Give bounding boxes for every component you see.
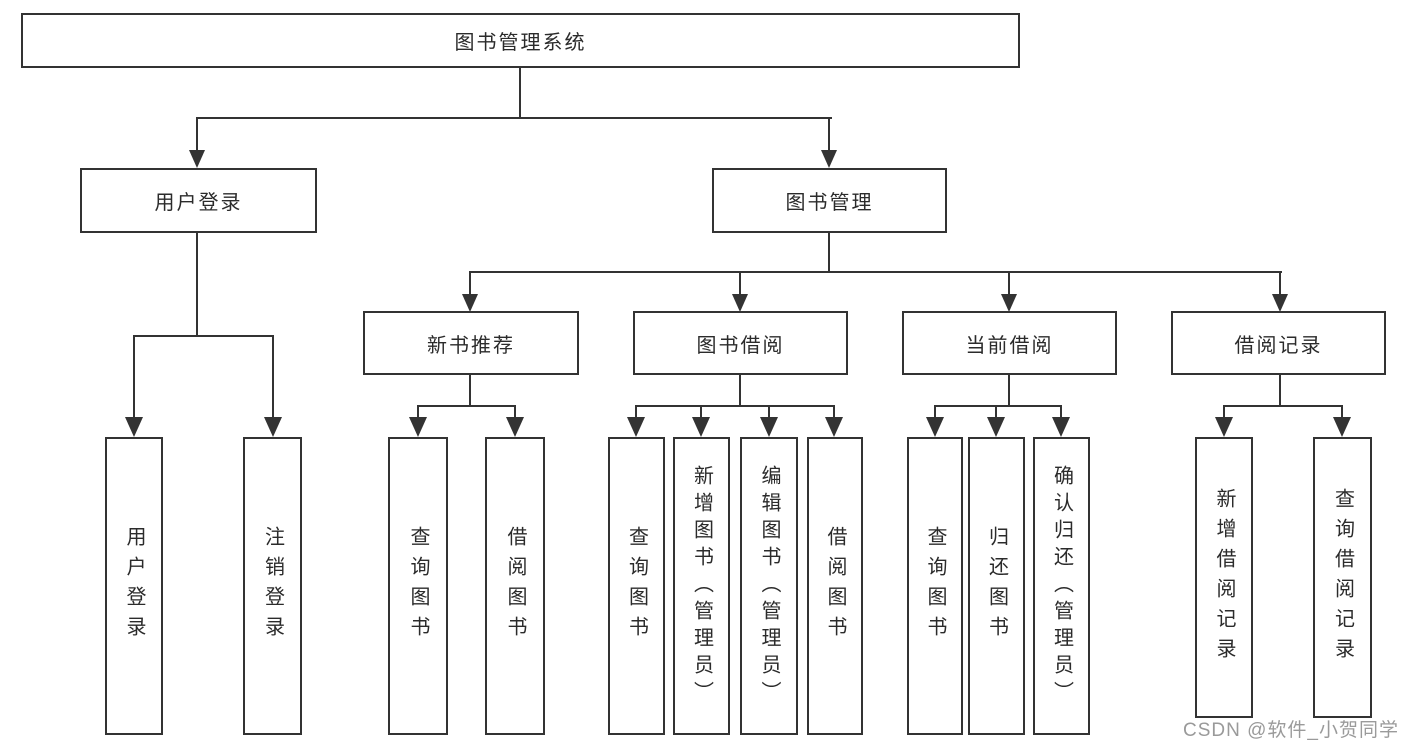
connector-drop-leaf	[1223, 405, 1225, 419]
leaf-confirm-return-admin: 确认归还（管理员）	[1033, 437, 1090, 735]
node-book-borrow: 图书借阅	[633, 311, 848, 375]
leaf-label: 用户登录	[123, 526, 145, 646]
connector-drop-leaf	[272, 335, 274, 419]
node-label: 用户登录	[154, 192, 243, 214]
connector-drop-leaf	[700, 405, 702, 419]
leaf-borrow-books-recommend: 借阅图书	[485, 437, 545, 735]
arrow-down-icon	[125, 417, 143, 437]
node-label: 图书管理系统	[454, 32, 587, 54]
connector-drop-leaf	[514, 405, 516, 419]
leaf-label: 查询借阅记录	[1331, 487, 1354, 668]
connector-new-book-stem	[469, 375, 471, 406]
connector-book-borrow-split-bar	[635, 405, 835, 407]
leaf-add-borrow-record: 新增借阅记录	[1195, 437, 1253, 718]
connector-drop-user-login	[196, 117, 198, 151]
connector-user-login-split-bar	[133, 335, 274, 337]
arrow-down-icon	[692, 417, 710, 437]
leaf-query-borrow-record: 查询借阅记录	[1313, 437, 1372, 718]
connector-current-borrow-split-bar	[934, 405, 1062, 407]
leaf-label: 新增图书（管理员）	[690, 464, 713, 708]
node-new-book-recommend: 新书推荐	[363, 311, 579, 375]
arrow-down-icon	[1333, 417, 1351, 437]
connector-book-management-stem	[828, 233, 830, 273]
arrow-down-icon	[825, 417, 843, 437]
arrow-down-icon	[409, 417, 427, 437]
arrow-down-icon	[732, 294, 748, 312]
leaf-logout: 注销登录	[243, 437, 302, 735]
connector-current-borrow-stem	[1008, 375, 1010, 406]
connector-level3-split-bar	[469, 271, 1282, 273]
node-user-login: 用户登录	[80, 168, 317, 233]
connector-new-book-split-bar	[417, 405, 516, 407]
arrow-down-icon	[506, 417, 524, 437]
arrow-down-icon	[627, 417, 645, 437]
arrow-down-icon	[987, 417, 1005, 437]
connector-drop-current-borrow	[1008, 271, 1010, 295]
leaf-label: 新增借阅记录	[1213, 487, 1235, 668]
connector-drop-new-book	[469, 271, 471, 295]
leaf-label: 借阅图书	[504, 526, 526, 646]
connector-book-borrow-stem	[739, 375, 741, 406]
leaf-add-book-admin: 新增图书（管理员）	[673, 437, 730, 735]
connector-drop-leaf	[133, 335, 135, 419]
connector-borrow-records-stem	[1279, 375, 1281, 406]
connector-root-split-bar	[196, 117, 832, 119]
node-label: 图书借阅	[696, 334, 785, 357]
arrow-down-icon	[462, 294, 478, 312]
connector-drop-book-borrow	[739, 271, 741, 295]
node-book-management: 图书管理	[712, 168, 947, 233]
leaf-label: 借阅图书	[824, 526, 846, 646]
leaf-label: 归还图书	[985, 526, 1008, 646]
node-label: 当前借阅	[965, 334, 1054, 357]
leaf-query-books-recommend: 查询图书	[388, 437, 448, 735]
csdn-watermark: CSDN @软件_小贺同学	[1183, 720, 1399, 741]
connector-drop-leaf	[1341, 405, 1343, 419]
leaf-return-book: 归还图书	[968, 437, 1025, 735]
leaf-user-login: 用户登录	[105, 437, 163, 735]
leaf-label: 注销登录	[261, 526, 284, 646]
arrow-down-icon	[1001, 294, 1017, 312]
connector-drop-leaf	[417, 405, 419, 419]
node-label: 借阅记录	[1234, 334, 1323, 357]
leaf-label: 查询图书	[625, 526, 648, 646]
arrow-down-icon	[1052, 417, 1070, 437]
connector-borrow-records-split-bar	[1223, 405, 1343, 407]
arrow-down-icon	[760, 417, 778, 437]
leaf-label: 编辑图书（管理员）	[758, 464, 780, 708]
connector-drop-leaf	[768, 405, 770, 419]
node-label: 图书管理	[785, 192, 874, 214]
connector-drop-leaf	[833, 405, 835, 419]
leaf-label: 查询图书	[407, 526, 429, 646]
connector-drop-leaf	[635, 405, 637, 419]
connector-drop-leaf	[1060, 405, 1062, 419]
node-borrow-records: 借阅记录	[1171, 311, 1386, 375]
leaf-label: 确认归还（管理员）	[1050, 464, 1073, 708]
node-current-borrow: 当前借阅	[902, 311, 1117, 375]
connector-root-stem	[519, 68, 521, 118]
connector-user-login-stem	[196, 233, 198, 337]
leaf-label: 查询图书	[924, 526, 946, 646]
leaf-edit-book-admin: 编辑图书（管理员）	[740, 437, 798, 735]
node-root-library-system: 图书管理系统	[21, 13, 1020, 68]
node-label: 新书推荐	[427, 334, 515, 357]
leaf-query-books-current: 查询图书	[907, 437, 963, 735]
arrow-down-icon	[264, 417, 282, 437]
arrow-down-icon	[189, 150, 205, 168]
arrow-down-icon	[926, 417, 944, 437]
arrow-down-icon	[1272, 294, 1288, 312]
connector-drop-book-management	[828, 117, 830, 151]
arrow-down-icon	[821, 150, 837, 168]
connector-drop-borrow-records	[1279, 271, 1281, 295]
connector-drop-leaf	[934, 405, 936, 419]
leaf-borrow-books: 借阅图书	[807, 437, 863, 735]
leaf-query-books-borrow: 查询图书	[608, 437, 665, 735]
arrow-down-icon	[1215, 417, 1233, 437]
connector-drop-leaf	[995, 405, 997, 419]
